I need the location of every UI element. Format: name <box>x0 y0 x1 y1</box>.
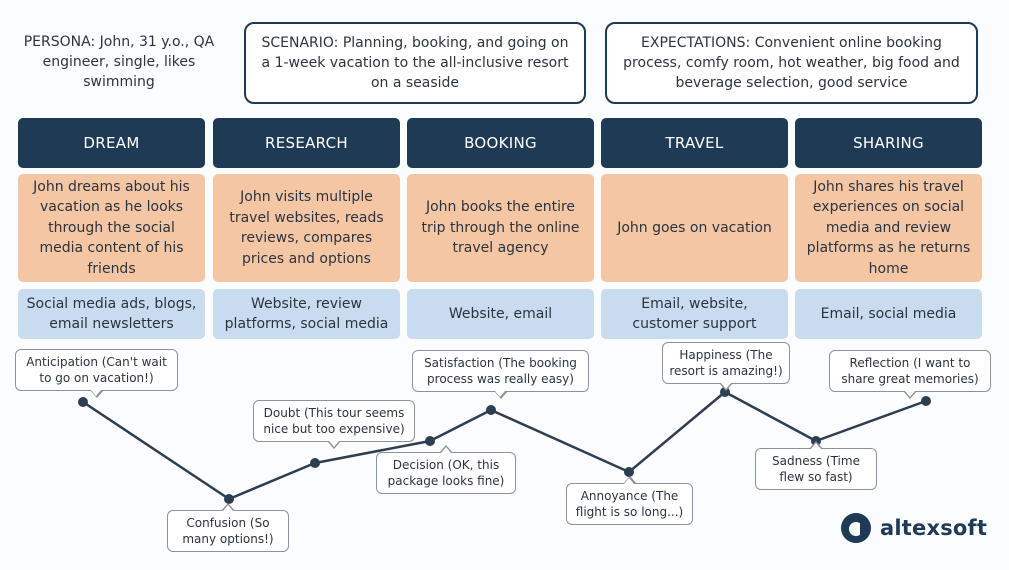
scenario-text: SCENARIO: Planning, booking, and going o… <box>261 35 569 91</box>
stage-description-text: John dreams about his vacation as he loo… <box>33 178 190 277</box>
emotion-point-confusion <box>224 494 234 504</box>
emotion-point-satisfaction <box>486 405 496 415</box>
stage-header-booking: BOOKING <box>407 118 594 168</box>
stage-description-text: John shares his travel experiences on so… <box>806 178 971 277</box>
emotion-label: Anticipation (Can't wait to go on vacati… <box>26 355 167 385</box>
stage-description-dream: John dreams about his vacation as he loo… <box>18 174 205 282</box>
stage-channels-text: Email, website, customer support <box>632 295 757 333</box>
stage-channels-text: Social media ads, blogs, email newslette… <box>26 295 197 333</box>
stage-channels-text: Email, social media <box>820 305 957 322</box>
stage-channels-sharing: Email, social media <box>795 289 982 339</box>
emotion-label: Sadness (Time flew so fast) <box>772 454 860 484</box>
stage-description-travel: John goes on vacation <box>601 174 788 282</box>
stage-description-booking: John books the entire trip through the o… <box>407 174 594 282</box>
emotion-label: Satisfaction (The booking process was re… <box>424 356 577 386</box>
stage-description-text: John visits multiple travel websites, re… <box>229 189 384 267</box>
emotion-callout-sadness: Sadness (Time flew so fast) <box>755 441 877 490</box>
emotion-label: Annoyance (The flight is so long...) <box>575 489 684 519</box>
emotion-label: Doubt (This tour seems nice but too expe… <box>263 406 405 436</box>
stage-header-dream: DREAM <box>18 118 205 168</box>
stage-header-research: RESEARCH <box>213 118 400 168</box>
emotion-point-anticipation <box>78 397 88 407</box>
emotion-point-doubt <box>310 458 320 468</box>
emotion-point-annoyance <box>624 467 634 477</box>
persona-text: PERSONA: John, 31 y.o., QA engineer, sin… <box>23 34 215 90</box>
emotion-callout-annoyance: Annoyance (The flight is so long...) <box>566 476 693 525</box>
emotion-callout-reflection: Reflection (I want to share great memori… <box>829 350 991 399</box>
emotion-label: Confusion (So many options!) <box>182 516 274 546</box>
altexsoft-logo: altexsoft <box>840 510 990 546</box>
stage-description-text: John books the entire trip through the o… <box>421 199 580 257</box>
stage-channels-research: Website, review platforms, social media <box>213 289 400 339</box>
emotion-label: Reflection (I want to share great memori… <box>841 356 979 386</box>
stage-header-travel: TRAVEL <box>601 118 788 168</box>
emotion-label: Happiness (The resort is amazing!) <box>669 348 783 378</box>
stage-channels-text: Website, email <box>448 305 553 322</box>
altexsoft-logo-icon <box>841 513 871 543</box>
logo-text: altexsoft <box>880 516 988 540</box>
scenario-box: SCENARIO: Planning, booking, and going o… <box>244 22 586 104</box>
stage-channels-dream: Social media ads, blogs, email newslette… <box>18 289 205 339</box>
emotion-callout-decision: Decision (OK, this package looks fine) <box>376 445 516 494</box>
emotion-callout-satisfaction: Satisfaction (The booking process was re… <box>412 350 589 399</box>
emotion-point-decision <box>425 436 435 446</box>
emotion-callout-anticipation: Anticipation (Can't wait to go on vacati… <box>15 349 178 398</box>
stage-channels-booking: Website, email <box>407 289 594 339</box>
stage-channels-text: Website, review platforms, social media <box>224 295 389 333</box>
expectations-text: EXPECTATIONS: Convenient online booking … <box>623 35 960 91</box>
emotion-callout-doubt: Doubt (This tour seems nice but too expe… <box>253 400 415 449</box>
emotion-callout-confusion: Confusion (So many options!) <box>167 503 289 552</box>
stage-description-sharing: John shares his travel experiences on so… <box>795 174 982 282</box>
stage-header-sharing: SHARING <box>795 118 982 168</box>
stage-description-text: John goes on vacation <box>617 219 772 236</box>
emotion-callout-happiness: Happiness (The resort is amazing!) <box>662 342 790 391</box>
emotion-point-reflection <box>921 396 931 406</box>
stage-description-research: John visits multiple travel websites, re… <box>213 174 400 282</box>
stage-channels-travel: Email, website, customer support <box>601 289 788 339</box>
emotion-label: Decision (OK, this package looks fine) <box>387 458 505 488</box>
expectations-box: EXPECTATIONS: Convenient online booking … <box>605 22 978 104</box>
